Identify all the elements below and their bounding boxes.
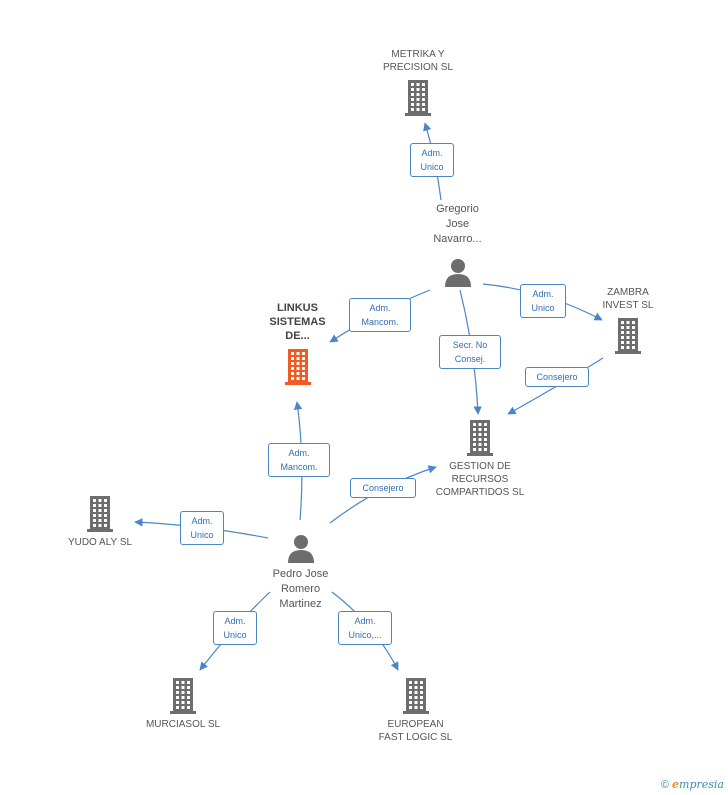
role-zambra-gestion[interactable]: Consejero — [525, 367, 589, 387]
company-linkus-label: LINKUS SISTEMAS DE... — [269, 302, 326, 342]
role-pedro-gestion[interactable]: Consejero — [350, 478, 416, 498]
company-gestion-label: GESTION DE RECURSOS COMPARTIDOS SL — [435, 461, 525, 498]
copyright-symbol: © — [660, 779, 669, 791]
role-gregorio-gestion[interactable]: Secr. No Consej. — [439, 335, 501, 369]
building-icon — [284, 349, 311, 385]
company-metrika-label: METRIKA Y PRECISION SL — [382, 49, 454, 73]
role-pedro-european[interactable]: Adm. Unico,... — [338, 611, 392, 645]
company-metrika[interactable]: METRIKA Y PRECISION SL — [368, 48, 468, 116]
role-gregorio-metrika[interactable]: Adm. Unico — [410, 143, 454, 177]
role-pedro-yudo[interactable]: Adm. Unico — [180, 511, 224, 545]
company-zambra-label: ZAMBRA INVEST SL — [602, 287, 654, 311]
company-murciasol[interactable]: MURCIASOL SL — [133, 678, 233, 731]
person-icon — [287, 535, 314, 563]
company-murciasol-label: MURCIASOL SL — [145, 719, 221, 730]
role-gregorio-zambra[interactable]: Adm. Unico — [520, 284, 566, 318]
person-gregorio[interactable]: Gregorio Jose Navarro... — [410, 202, 505, 287]
company-european[interactable]: EUROPEAN FAST LOGIC SL — [358, 678, 473, 744]
brand-logo[interactable]: empresia — [672, 778, 724, 791]
building-icon — [87, 496, 113, 532]
company-linkus[interactable]: LINKUS SISTEMAS DE... — [250, 301, 345, 385]
person-icon — [444, 259, 471, 287]
building-icon — [170, 678, 196, 714]
company-zambra[interactable]: ZAMBRA INVEST SL — [588, 286, 668, 354]
role-gregorio-linkus[interactable]: Adm. Mancom. — [349, 298, 411, 332]
role-pedro-linkus[interactable]: Adm. Mancom. — [268, 443, 330, 477]
company-gestion[interactable]: GESTION DE RECURSOS COMPARTIDOS SL — [420, 420, 540, 499]
company-yudo[interactable]: YUDO ALY SL — [50, 496, 150, 549]
building-icon — [615, 318, 641, 354]
building-icon — [402, 678, 429, 714]
company-european-label: EUROPEAN FAST LOGIC SL — [378, 719, 453, 743]
person-gregorio-label: Gregorio Jose Navarro... — [433, 203, 482, 245]
building-icon — [405, 80, 431, 116]
company-yudo-label: YUDO ALY SL — [67, 537, 133, 548]
footer-brand: © empresia — [661, 778, 724, 791]
building-icon — [467, 420, 493, 456]
role-pedro-murciasol[interactable]: Adm. Unico — [213, 611, 257, 645]
person-pedro-label: Pedro Jose Romero Martinez — [272, 568, 329, 610]
person-pedro[interactable]: Pedro Jose Romero Martinez — [253, 533, 348, 612]
